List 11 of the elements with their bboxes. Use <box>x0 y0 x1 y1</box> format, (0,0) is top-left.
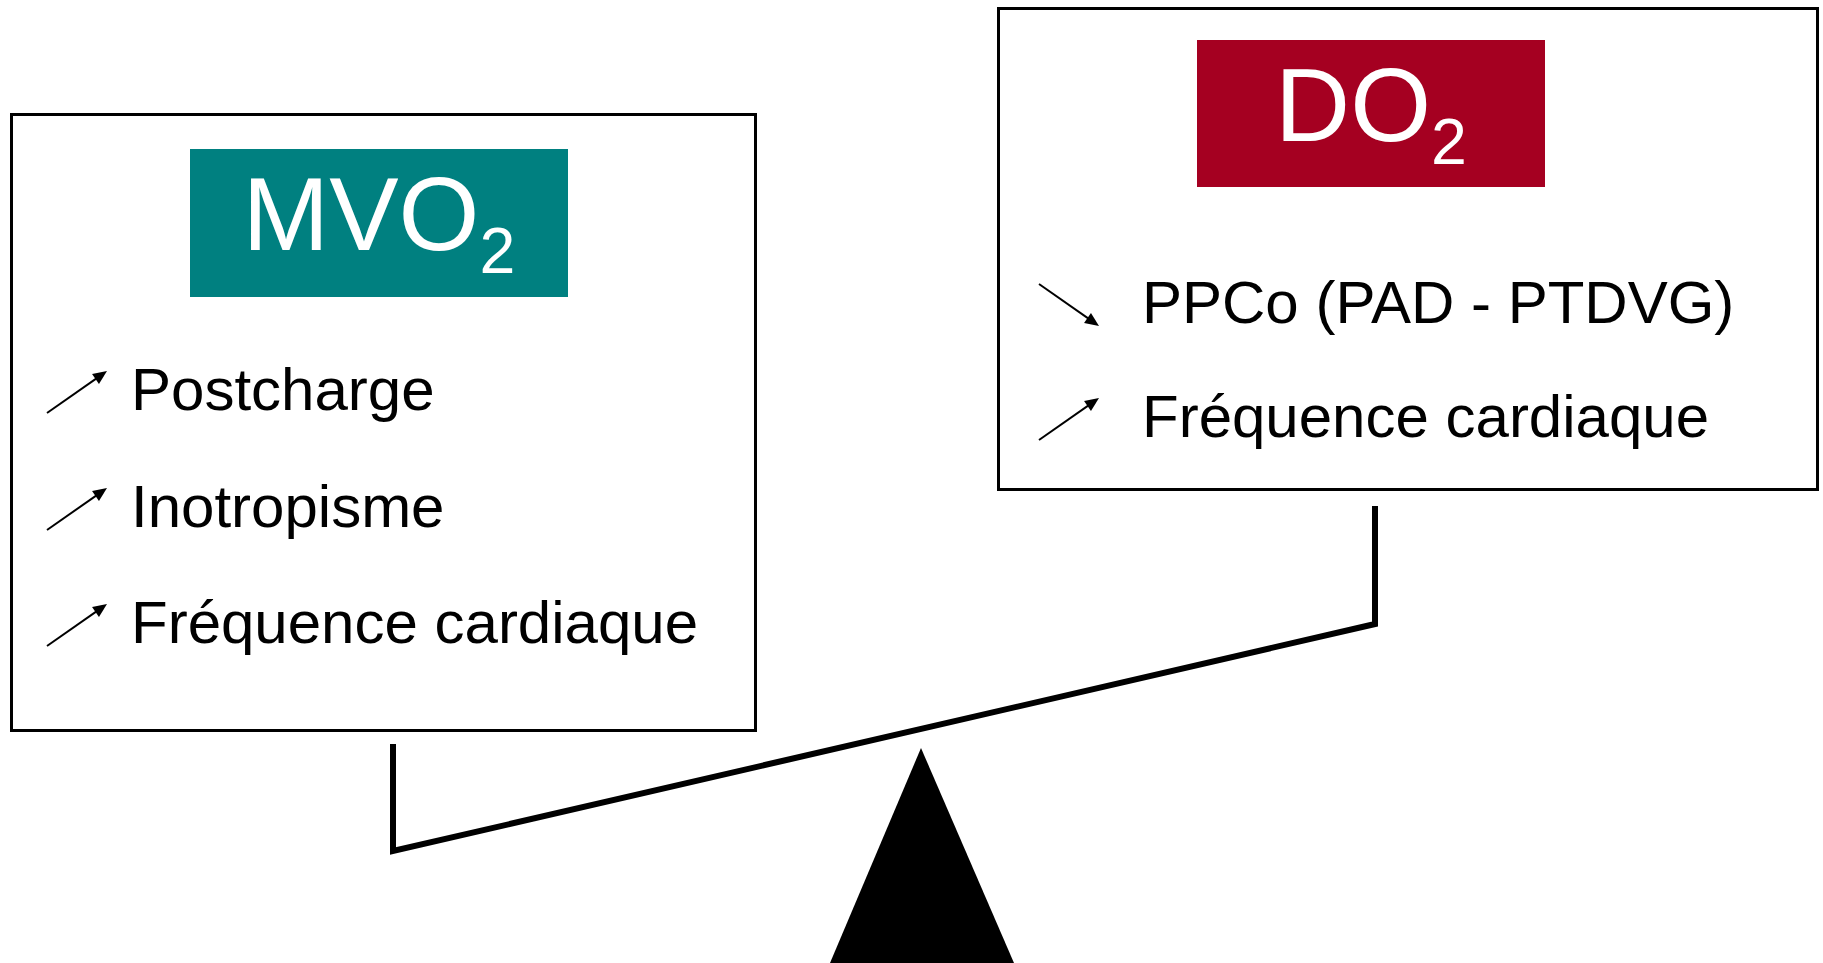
content-box <box>10 113 757 732</box>
factor-text: PPCo (PAD - PTDVG) <box>1142 273 1735 333</box>
content-box <box>997 7 1819 491</box>
factor-text: Fréquence cardiaque <box>131 593 699 653</box>
heading-text: DO$_{2}$ <box>1275 52 1467 174</box>
factor-text: Inotropisme <box>131 477 445 537</box>
factor-text: Postcharge <box>131 360 435 420</box>
heading-text: MVO$_{2}$ <box>242 162 516 284</box>
factor-text: Fréquence cardiaque <box>1142 387 1710 447</box>
heading-box <box>1197 40 1545 187</box>
heading-box <box>190 149 568 297</box>
